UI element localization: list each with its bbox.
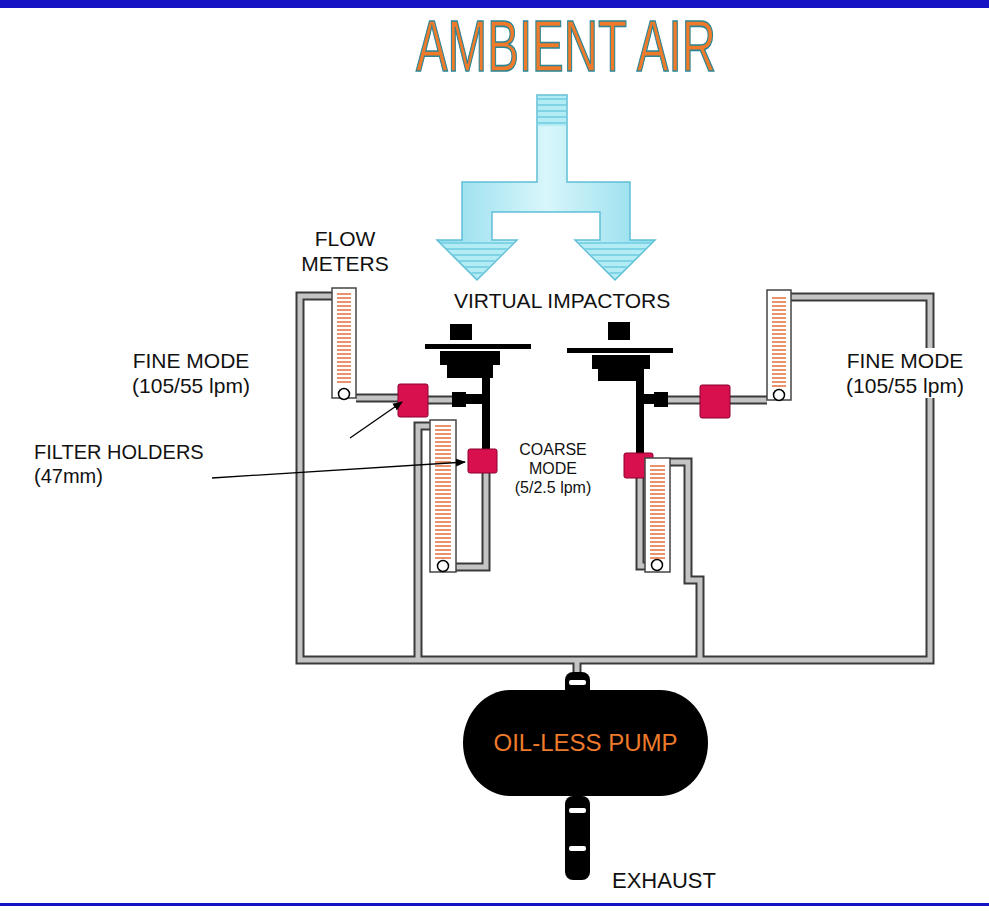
callout-label: VIRTUAL IMPACTORS (452, 288, 672, 313)
leader-line (212, 402, 465, 478)
flow-rate-label: FINE MODE (105/55 lpm) (826, 348, 984, 398)
pump-body: OIL-LESS PUMP (463, 690, 708, 796)
top-bar (0, 0, 989, 8)
bottom-rule (0, 903, 989, 906)
virtual-impactor (567, 322, 673, 453)
flow-rate-label: FINE MODE (105/55 lpm) (113, 348, 269, 398)
flow-rate-label: COARSE MODE (5/2.5 lpm) (506, 440, 600, 498)
diagram-title: AMBIENT AIR (368, 10, 764, 82)
pump-label: OIL-LESS PUMP (493, 729, 677, 757)
flow-meter (430, 420, 456, 572)
air-flow-arrow (437, 95, 655, 280)
callout-label: FILTER HOLDERS (47mm) (32, 440, 212, 488)
flow-meter (332, 288, 356, 400)
flow-meter (645, 458, 670, 572)
flow-meter (767, 290, 791, 401)
callout-label: FLOW METERS (288, 226, 402, 276)
callout-label: EXHAUST (610, 868, 718, 894)
